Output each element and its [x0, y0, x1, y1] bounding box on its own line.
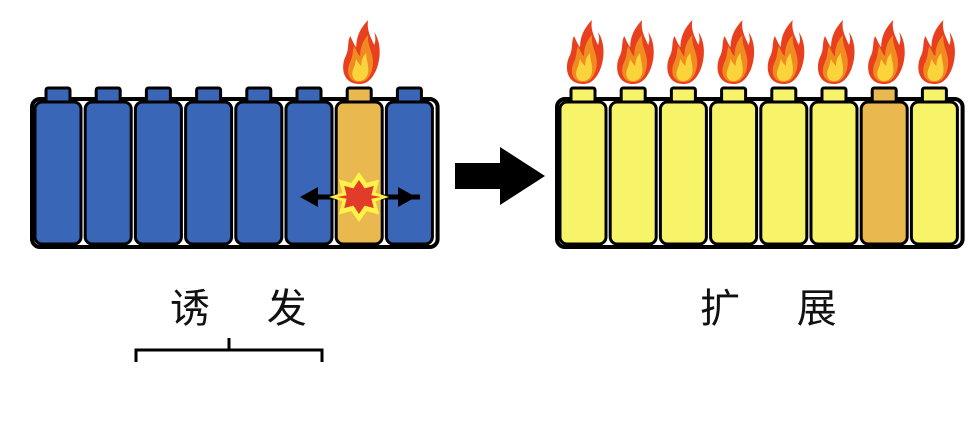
cell-body: [558, 100, 608, 246]
right-arrow-icon: [455, 147, 545, 205]
cell-body: [33, 100, 83, 246]
battery-cell: [709, 86, 759, 246]
cell-body: [384, 100, 434, 246]
flame-icon: [767, 20, 805, 84]
cell-terminal: [569, 86, 597, 104]
spark-icon: [300, 172, 420, 222]
flame-icon: [717, 20, 755, 84]
cell-body: [709, 100, 759, 246]
cell-terminal: [669, 86, 697, 104]
cell-terminal: [920, 86, 948, 104]
battery-cell: [558, 86, 608, 246]
trigger-battery-pack: [30, 20, 440, 249]
bracket-icon: [134, 338, 324, 362]
cell-terminal: [770, 86, 798, 104]
cell-body: [809, 100, 859, 246]
propagation-label: 扩 展: [700, 286, 859, 332]
battery-cell: [83, 86, 133, 246]
battery-cell: [608, 86, 658, 246]
cell-body: [284, 100, 334, 246]
cell-terminal: [94, 86, 122, 104]
battery-cell: [658, 86, 708, 246]
flame-icon: [918, 20, 955, 84]
flame-icon: [868, 20, 905, 84]
cell-terminal: [245, 86, 273, 104]
cell-terminal: [395, 86, 423, 104]
cell-body: [184, 100, 234, 246]
flame-icon: [817, 20, 855, 84]
pack-casing: [555, 97, 965, 249]
cell-terminal: [295, 86, 323, 104]
cell-body: [133, 100, 183, 246]
flame-icon: [617, 20, 654, 84]
battery-cell: [284, 86, 334, 246]
cell-body: [658, 100, 708, 246]
flame-icon: [667, 20, 704, 84]
battery-cell: [184, 86, 234, 246]
cell-terminal: [195, 86, 223, 104]
battery-cell: [234, 86, 284, 246]
cell-terminal: [345, 86, 373, 104]
cell-terminal: [144, 86, 172, 104]
battery-cell: [759, 86, 809, 246]
propagation-battery-pack: [555, 20, 965, 249]
cell-terminal: [820, 86, 848, 104]
battery-cell: [384, 86, 434, 246]
cell-terminal: [870, 86, 898, 104]
trigger-label: 诱 发: [170, 286, 329, 332]
flame-icon: [343, 20, 380, 84]
cell-body: [859, 100, 909, 246]
cell-body: [234, 100, 284, 246]
pack-casing: [30, 97, 440, 249]
cell-terminal: [619, 86, 647, 104]
cell-body: [759, 100, 809, 246]
cell-body: [909, 100, 959, 246]
battery-cell: [33, 86, 83, 246]
battery-cell: [809, 86, 859, 246]
cell-body: [608, 100, 658, 246]
battery-cell: [133, 86, 183, 246]
cell-terminal: [720, 86, 748, 104]
flame-icon: [566, 20, 604, 84]
battery-cell: [859, 86, 909, 246]
battery-cell: [909, 86, 959, 246]
cell-body: [83, 100, 133, 246]
cell-terminal: [44, 86, 72, 104]
